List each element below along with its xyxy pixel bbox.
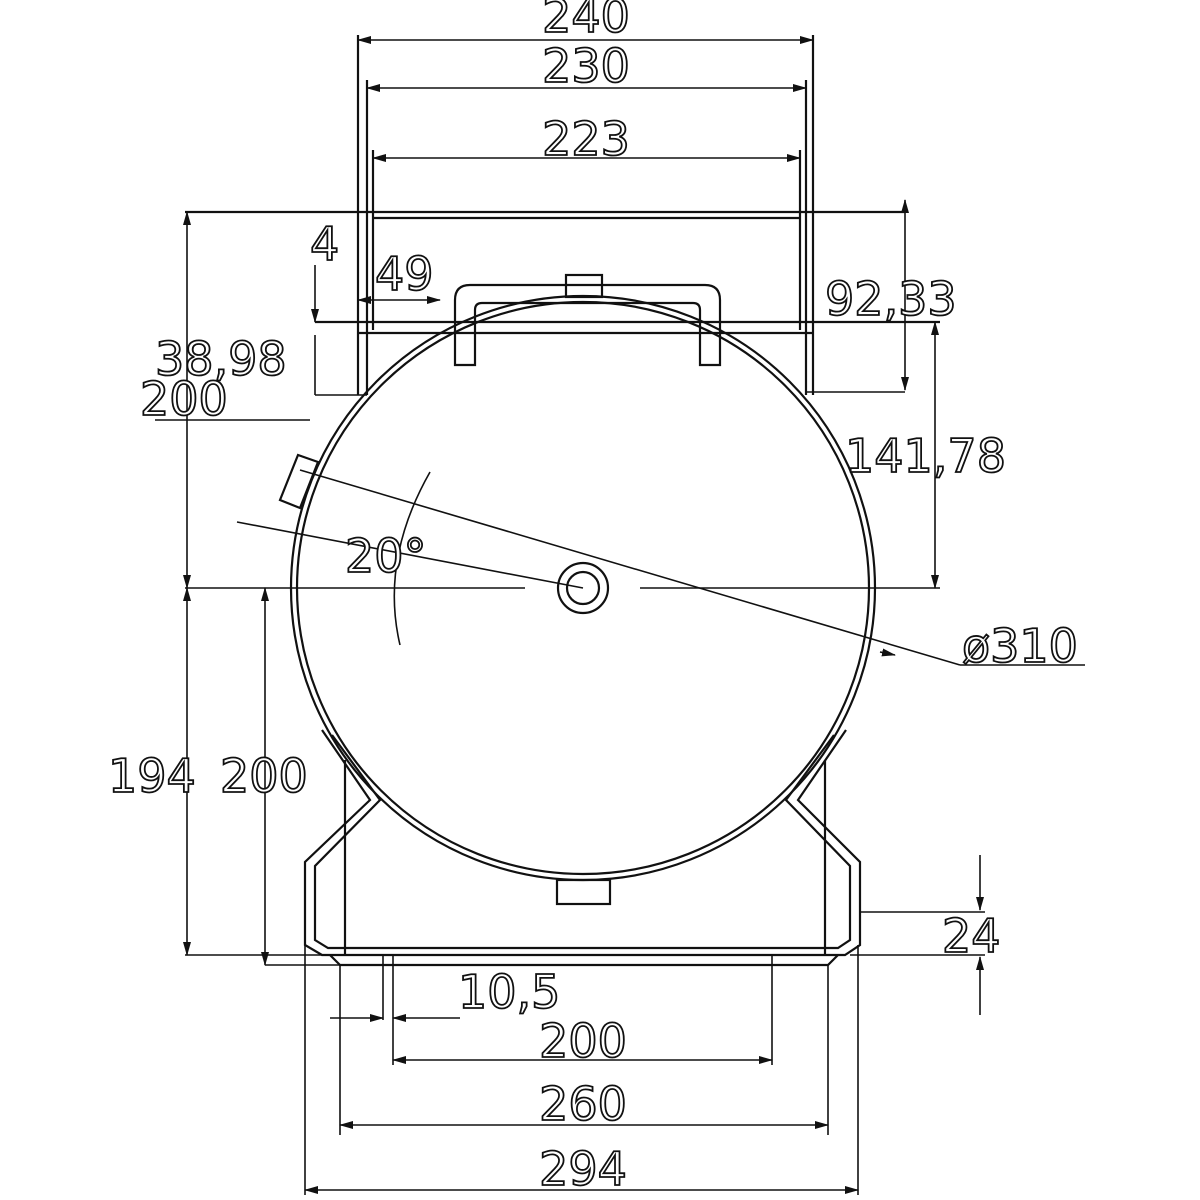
- centerlines: 20° ø310: [185, 469, 1085, 674]
- left-dimensions: 4 49 38,98 200 194 200: [107, 211, 441, 966]
- dim-49: 49: [375, 247, 434, 301]
- dim-240: 240: [542, 0, 630, 43]
- dim-194: 194: [108, 749, 196, 803]
- dim-200-upper: 200: [140, 372, 228, 426]
- top-frame: [185, 35, 940, 396]
- dim-10-5: 10,5: [458, 965, 560, 1019]
- dim-223: 223: [542, 112, 630, 166]
- dim-200-lower: 200: [220, 749, 308, 803]
- dim-24: 24: [942, 909, 1001, 963]
- dim-diameter-310: ø310: [962, 619, 1078, 673]
- dim-141-78: 141,78: [845, 429, 1006, 483]
- dim-294: 294: [539, 1142, 627, 1196]
- bottom-dimensions: 10,5 200 260 294: [304, 945, 859, 1197]
- dim-4: 4: [310, 217, 339, 271]
- dim-260: 260: [539, 1077, 627, 1131]
- dim-92-33: 92,33: [825, 272, 957, 326]
- top-dimensions: 240 230 223: [357, 0, 814, 167]
- dim-200-bottom: 200: [539, 1014, 627, 1068]
- dim-230: 230: [542, 39, 630, 93]
- dim-38-98: 38,98: [155, 332, 287, 386]
- tank-base: [303, 729, 862, 967]
- right-dimensions: 92,33 141,78 24: [824, 199, 1007, 1015]
- dim-angle-20: 20°: [345, 529, 427, 583]
